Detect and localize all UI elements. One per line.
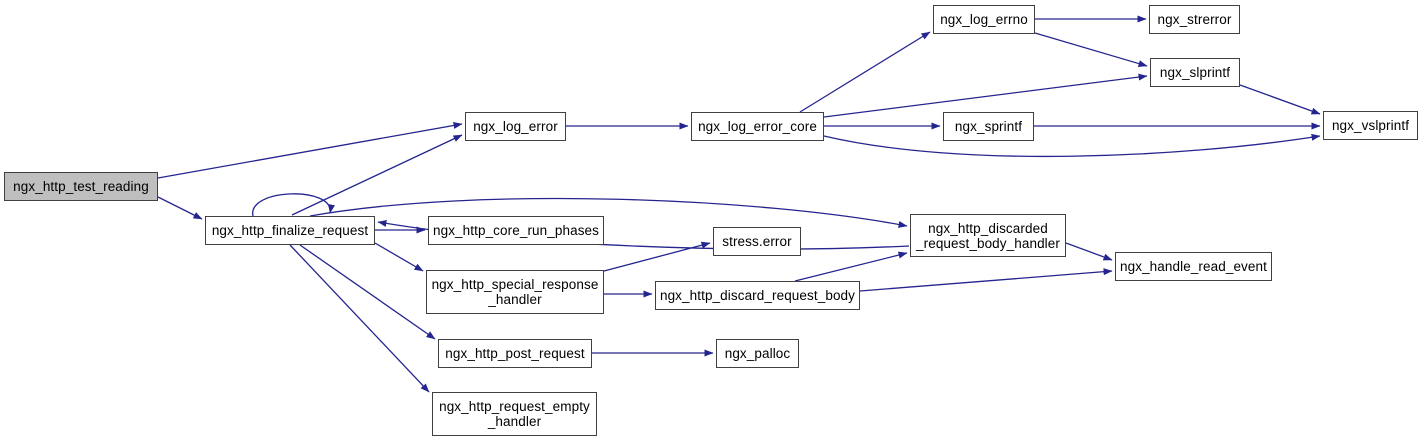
node-label-request_empty: ngx_http_request_empty _handler	[439, 399, 590, 429]
edge-log_errno-slprintf	[1034, 32, 1148, 67]
node-label-vslprintf: ngx_vslprintf	[1331, 118, 1410, 133]
node-request_empty[interactable]: ngx_http_request_empty _handler	[432, 392, 597, 436]
edge-discard_req_body-discarded_handler	[794, 251, 908, 282]
node-label-post_request: ngx_http_post_request	[445, 346, 585, 361]
node-strerror[interactable]: ngx_strerror	[1149, 5, 1240, 34]
node-palloc[interactable]: ngx_palloc	[716, 339, 799, 368]
edge-test_reading-finalize_request	[157, 196, 203, 220]
edge-discarded_handler-handle_read_event	[1065, 242, 1113, 261]
node-label-strerror: ngx_strerror	[1157, 12, 1232, 27]
node-finalize_request[interactable]: ngx_http_finalize_request	[205, 216, 375, 245]
node-log_error[interactable]: ngx_log_error	[465, 112, 566, 141]
edge-log_error_core-slprintf	[823, 73, 1148, 118]
node-label-stress_error: stress.error	[722, 234, 792, 249]
node-label-finalize_request: ngx_http_finalize_request	[211, 223, 369, 238]
node-test_reading[interactable]: ngx_http_test_reading	[4, 172, 158, 201]
node-log_errno[interactable]: ngx_log_errno	[933, 5, 1035, 34]
edge-log_error_core-vslprintf	[823, 133, 1321, 158]
node-label-sprintf: ngx_sprintf	[954, 119, 1023, 134]
node-label-palloc: ngx_palloc	[724, 346, 791, 361]
node-discarded_handler[interactable]: ngx_http_discarded _request_body_handler	[910, 214, 1066, 257]
node-label-handle_read_event: ngx_handle_read_event	[1120, 259, 1267, 274]
node-discard_req_body[interactable]: ngx_http_discard_request_body	[655, 281, 860, 310]
node-label-core_run_phases: ngx_http_core_run_phases	[432, 223, 600, 238]
node-label-slprintf: ngx_slprintf	[1159, 65, 1231, 80]
node-label-log_errno: ngx_log_errno	[940, 12, 1028, 27]
edge-log_error_core-log_errno	[799, 31, 931, 113]
node-handle_read_event[interactable]: ngx_handle_read_event	[1115, 252, 1272, 281]
edge-finalize_request-log_error	[291, 134, 463, 216]
node-special_response[interactable]: ngx_http_special_response _handler	[426, 270, 604, 314]
node-post_request[interactable]: ngx_http_post_request	[438, 339, 592, 368]
node-label-discarded_handler: ngx_http_discarded _request_body_handler	[916, 220, 1060, 251]
node-sprintf[interactable]: ngx_sprintf	[943, 112, 1034, 141]
edge-finalize_request-request_empty	[289, 244, 430, 393]
node-core_run_phases[interactable]: ngx_http_core_run_phases	[428, 216, 604, 245]
edge-discard_req_body-handle_read_event	[859, 268, 1113, 292]
edge-finalize_request-special_response	[374, 242, 424, 272]
node-label-log_error: ngx_log_error	[473, 119, 558, 134]
node-stress_error[interactable]: stress.error	[713, 227, 801, 256]
node-vslprintf[interactable]: ngx_vslprintf	[1323, 111, 1418, 140]
node-label-log_error_core: ngx_log_error_core	[698, 119, 817, 134]
node-label-special_response: ngx_http_special_response _handler	[431, 277, 599, 307]
node-slprintf[interactable]: ngx_slprintf	[1150, 58, 1240, 87]
node-log_error_core[interactable]: ngx_log_error_core	[691, 112, 824, 141]
edge-test_reading-log_error	[157, 122, 463, 179]
edge-special_response-stress_error	[603, 241, 711, 272]
edge-finalize_request-post_request	[299, 244, 436, 340]
edge-slprintf-vslprintf	[1239, 84, 1321, 115]
edge-finalize_request-discarded_handler	[309, 197, 908, 228]
node-label-test_reading: ngx_http_test_reading	[13, 179, 149, 194]
edge-finalize_request-self	[252, 193, 335, 217]
node-label-discard_req_body: ngx_http_discard_request_body	[659, 288, 856, 303]
